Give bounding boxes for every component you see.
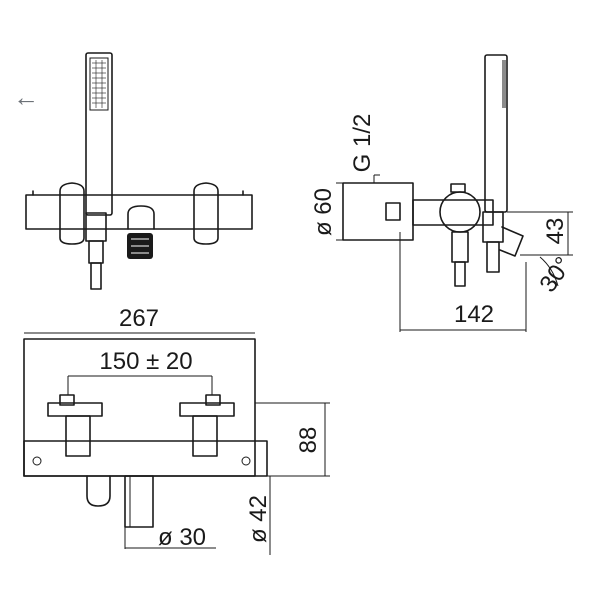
shower-head-nozzles [92,60,106,108]
back-arrow-icon[interactable]: ← [13,82,39,112]
dimension-width: 267 [119,305,159,332]
dimension-angle: 30° [534,252,577,297]
dimension-height: 88 [295,427,322,454]
front-elevation [23,332,330,555]
spout-outlet-elevation [124,475,154,528]
left-outlet [86,475,111,507]
spout-front [127,205,155,230]
shower-connector [85,212,107,242]
mixer-body-elevation [23,440,268,477]
side-escutcheon [342,182,414,241]
side-hand-shower [484,54,508,213]
left-inlet-flange [47,402,103,417]
side-handle [439,191,481,233]
mixer-body-front [25,194,253,230]
dimension-diameter: ø 60 [310,188,337,236]
side-spout [499,226,524,257]
left-handle-front [59,182,85,245]
dimension-spout: ø 42 [245,495,272,543]
hand-shower [85,52,113,216]
dimension-depth: 142 [454,301,494,328]
dimension-outlet: ø 30 [158,524,206,551]
side-view [336,54,573,332]
dimension-thread: G 1/2 [349,114,376,173]
front-view-with-shower [25,52,253,290]
dimension-spacing: 150 ± 20 [99,348,192,375]
side-body [412,199,494,226]
right-handle-front [193,182,219,245]
dimension-offset: 43 [542,218,569,245]
